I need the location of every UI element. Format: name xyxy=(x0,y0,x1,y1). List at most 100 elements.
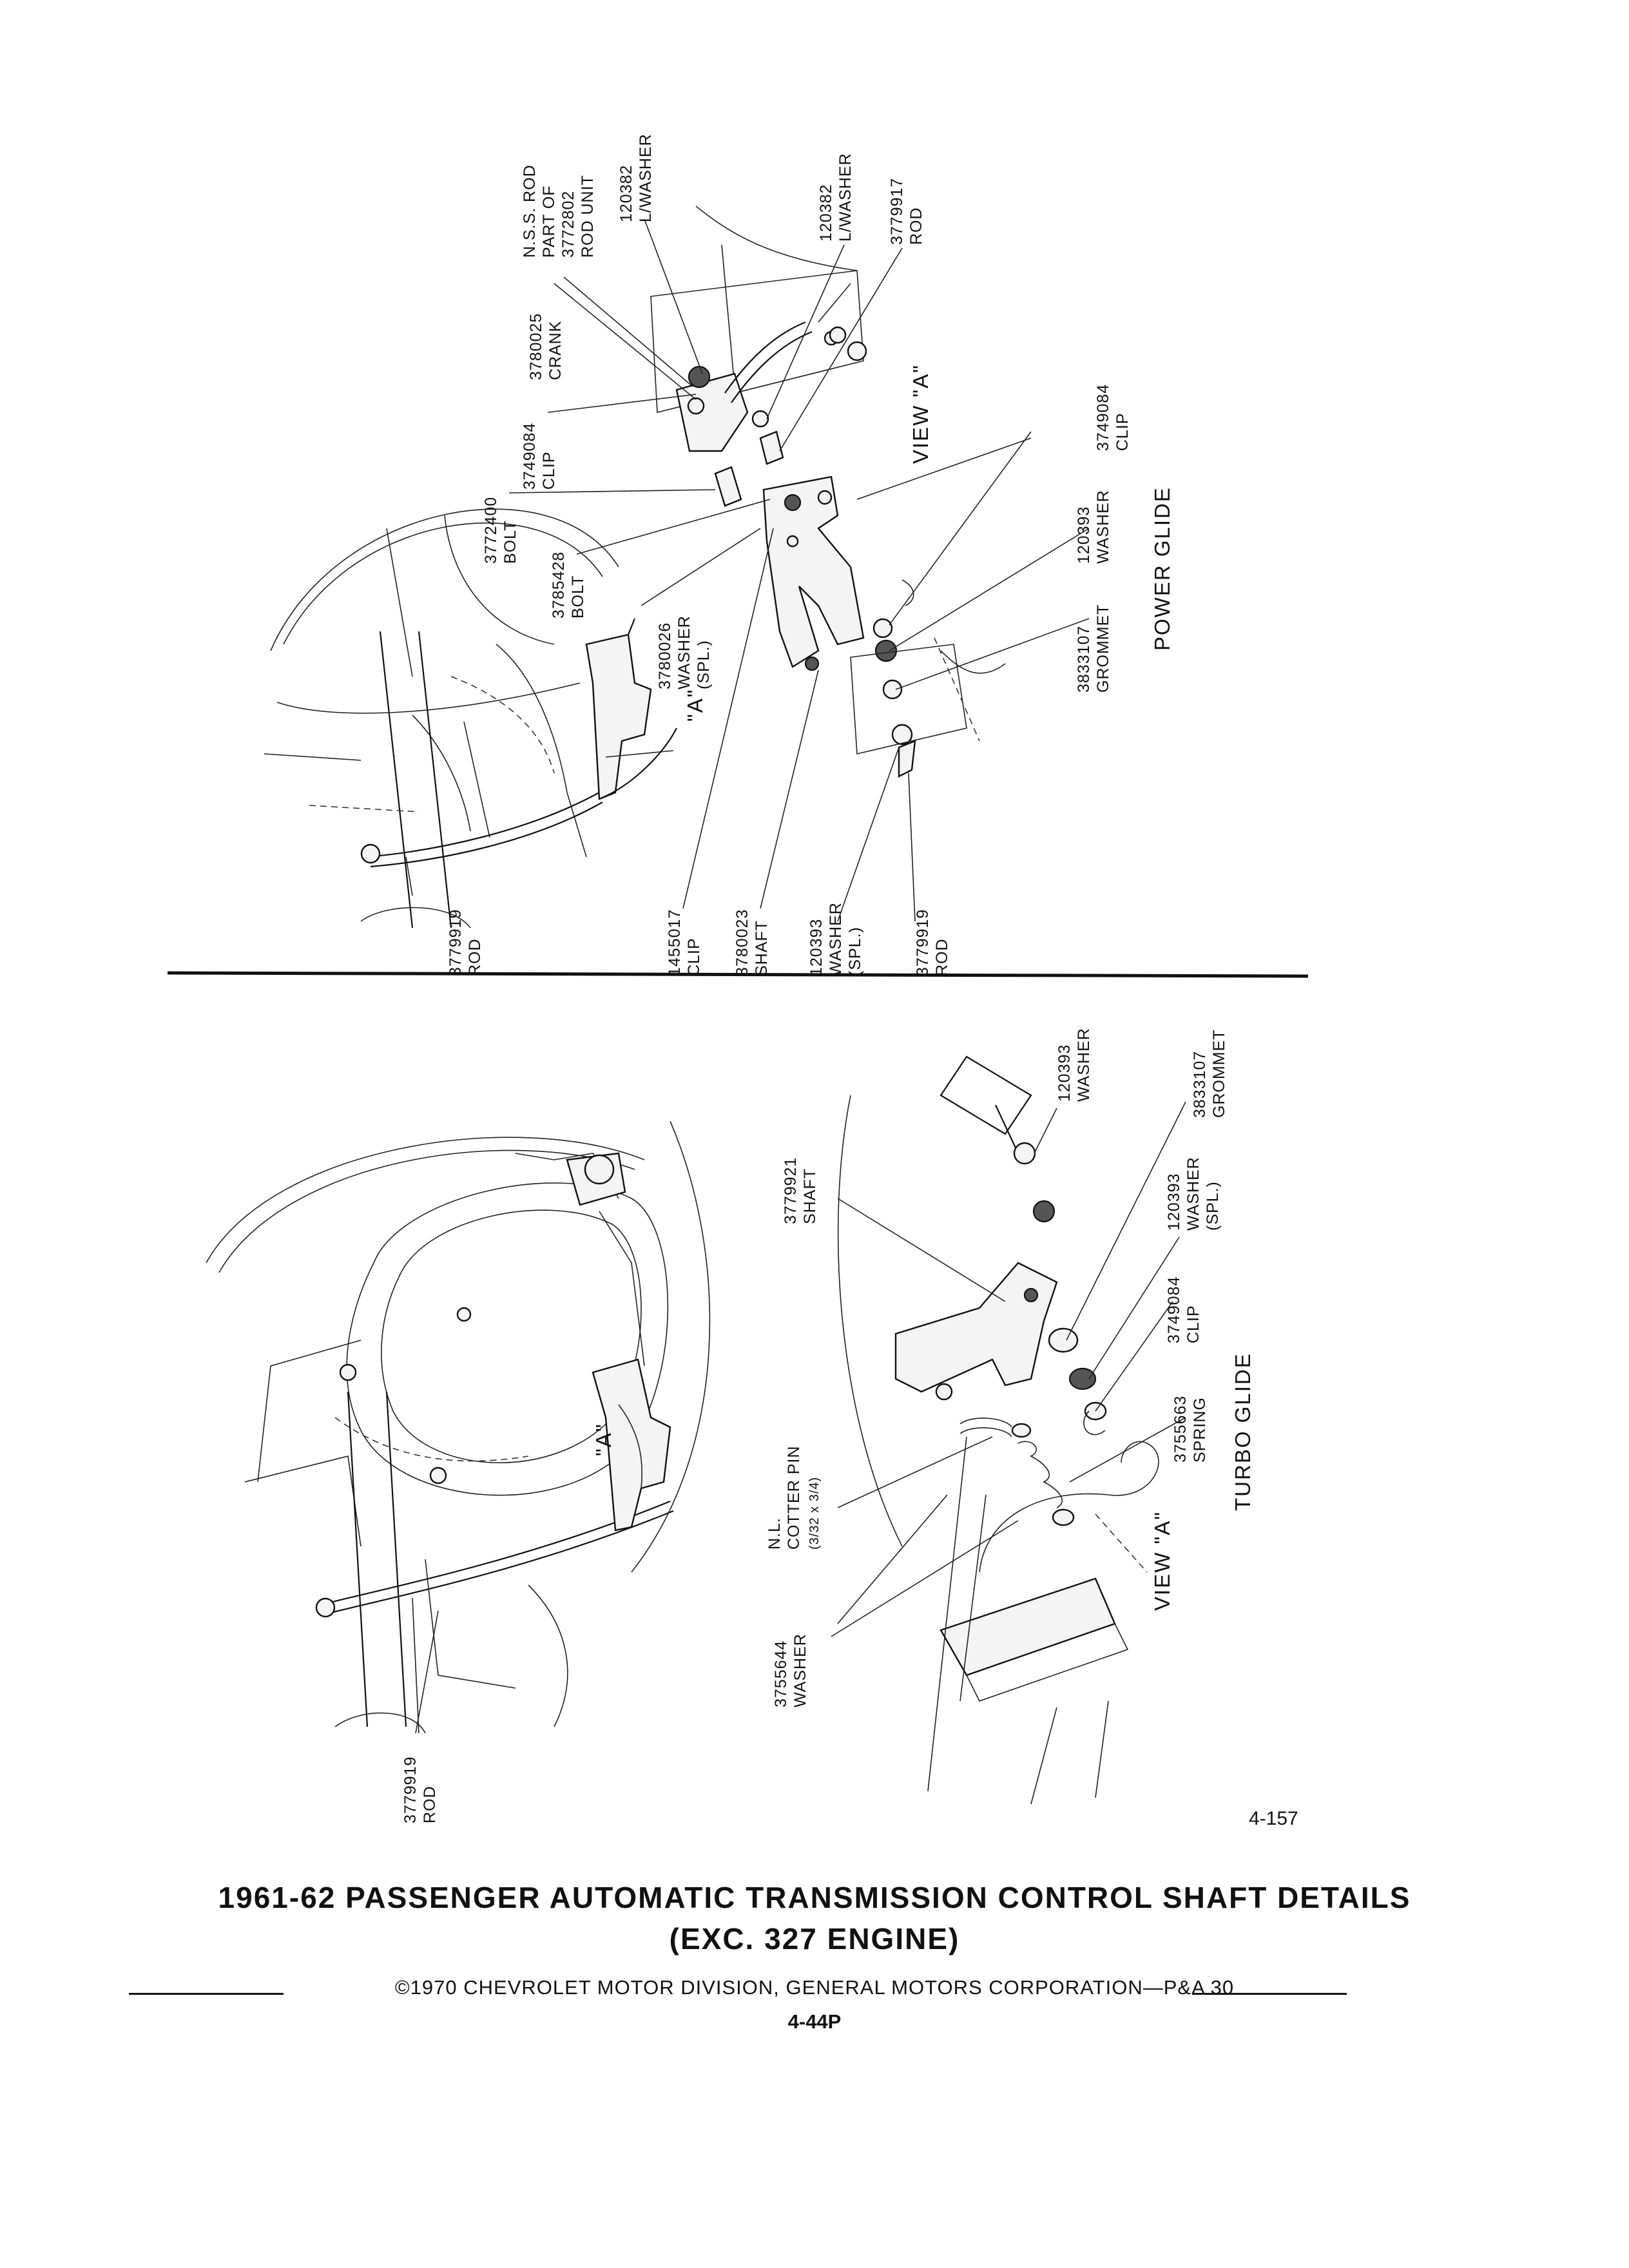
svg-text:3833107: 3833107 xyxy=(1191,1051,1209,1118)
svg-text:(3/32 x 3/4): (3/32 x 3/4) xyxy=(807,1477,822,1550)
callout-clip-top: 3749084 CLIP xyxy=(521,423,558,490)
callout-washer-spl: 3780026 WASHER (SPL.) xyxy=(656,615,713,689)
callout-l-washer-1: 120382 L/WASHER xyxy=(617,133,655,222)
callout-tg-washer-spl: 120393 WASHER (SPL.) xyxy=(1165,1157,1222,1231)
svg-text:120393: 120393 xyxy=(807,919,825,976)
callout-clip-right: 3749084 CLIP xyxy=(1094,384,1132,451)
svg-text:CLIP: CLIP xyxy=(1113,412,1132,451)
page-number: 4-44P xyxy=(787,2010,842,2033)
svg-text:WASHER: WASHER xyxy=(827,902,845,976)
svg-text:BOLT: BOLT xyxy=(569,575,587,619)
svg-text:BOLT: BOLT xyxy=(501,521,519,564)
svg-text:3779917: 3779917 xyxy=(888,178,906,245)
svg-text:CRANK: CRANK xyxy=(546,320,564,380)
callout-rod-unit: N.S.S. ROD PART OF 3772802 ROD UNIT xyxy=(521,164,597,258)
callout-bolt-3785428: 3785428 BOLT xyxy=(550,552,587,619)
svg-text:3749084: 3749084 xyxy=(1094,384,1112,451)
svg-text:ROD: ROD xyxy=(421,1785,439,1823)
turbo-glide-callouts: 120393 WASHER 3779921 SHAFT 3833107 GROM… xyxy=(401,1028,1255,1823)
svg-text:N.S.S. ROD: N.S.S. ROD xyxy=(521,164,539,258)
svg-text:WASHER: WASHER xyxy=(1075,1028,1093,1102)
svg-text:3779921: 3779921 xyxy=(782,1157,800,1224)
svg-text:120382: 120382 xyxy=(817,184,835,242)
svg-text:3780023: 3780023 xyxy=(733,909,751,976)
callout-tg-grommet: 3833107 GROMMET xyxy=(1191,1029,1228,1118)
turbo-glide-heading: TURBO GLIDE xyxy=(1231,1352,1255,1511)
svg-text:(SPL.): (SPL.) xyxy=(846,927,864,976)
svg-text:PART OF: PART OF xyxy=(540,185,558,258)
svg-text:(SPL.): (SPL.) xyxy=(695,640,713,689)
callout-clip-1455017: 1455017 CLIP xyxy=(666,909,703,976)
svg-text:L/WASHER: L/WASHER xyxy=(836,153,854,242)
svg-text:(SPL.): (SPL.) xyxy=(1204,1181,1222,1231)
callout-grommet: 3833107 GROMMET xyxy=(1075,604,1112,693)
callout-tg-cotter-pin: N.L. COTTER PIN (3/32 x 3/4) xyxy=(766,1446,822,1550)
svg-text:COTTER PIN: COTTER PIN xyxy=(785,1446,803,1550)
svg-text:3779919: 3779919 xyxy=(914,909,932,976)
power-glide-heading: POWER GLIDE xyxy=(1150,486,1174,651)
svg-text:WASHER: WASHER xyxy=(791,1633,809,1707)
svg-text:3779919: 3779919 xyxy=(401,1756,419,1823)
power-glide-view-label: VIEW "A" xyxy=(909,364,932,464)
svg-text:GROMMET: GROMMET xyxy=(1094,604,1112,693)
callout-shaft: 3780023 SHAFT xyxy=(733,909,771,976)
power-glide-arrow-label: "A" xyxy=(683,689,707,722)
svg-text:3780026: 3780026 xyxy=(656,622,674,689)
svg-text:3833107: 3833107 xyxy=(1075,626,1093,693)
svg-text:SPRING: SPRING xyxy=(1191,1397,1209,1463)
svg-text:CLIP: CLIP xyxy=(1184,1305,1202,1343)
callout-tg-clip: 3749084 CLIP xyxy=(1165,1276,1202,1343)
svg-text:N.L.: N.L. xyxy=(766,1517,784,1550)
power-glide-callouts: N.S.S. ROD PART OF 3772802 ROD UNIT 1203… xyxy=(447,133,1174,976)
svg-text:3772802: 3772802 xyxy=(559,191,577,258)
svg-text:3780025: 3780025 xyxy=(527,313,545,380)
turbo-glide-arrow-label: "A" xyxy=(592,1423,615,1456)
callout-bolt-3772400: 3772400 BOLT xyxy=(482,497,519,564)
svg-text:CLIP: CLIP xyxy=(685,937,703,976)
svg-text:3785428: 3785428 xyxy=(550,552,568,619)
svg-text:120382: 120382 xyxy=(617,165,635,222)
callout-tg-shaft: 3779921 SHAFT xyxy=(782,1157,819,1224)
svg-text:3755663: 3755663 xyxy=(1171,1396,1190,1463)
svg-text:3779919: 3779919 xyxy=(447,909,465,976)
callout-tg-washer-top: 120393 WASHER xyxy=(1055,1028,1093,1102)
svg-text:1455017: 1455017 xyxy=(666,909,684,976)
svg-text:3749084: 3749084 xyxy=(1165,1276,1183,1343)
callout-l-washer-2: 120382 L/WASHER xyxy=(817,153,854,242)
callout-tg-spring: 3755663 SPRING xyxy=(1171,1396,1209,1463)
svg-text:120393: 120393 xyxy=(1055,1044,1074,1102)
svg-text:SHAFT: SHAFT xyxy=(753,920,771,976)
svg-text:ROD: ROD xyxy=(933,938,951,976)
callout-rod-3779919: 3779919 ROD xyxy=(447,909,484,976)
page-subtitle: (EXC. 327 ENGINE) xyxy=(669,1922,960,1956)
svg-text:120393: 120393 xyxy=(1075,506,1093,564)
svg-text:GROMMET: GROMMET xyxy=(1210,1029,1228,1118)
svg-text:ROD: ROD xyxy=(907,207,925,245)
svg-text:WASHER: WASHER xyxy=(1094,490,1112,564)
svg-text:L/WASHER: L/WASHER xyxy=(637,133,655,222)
turbo-glide-illustration xyxy=(206,1055,1186,1805)
footer-rule-right xyxy=(1192,1993,1347,1995)
turbo-glide-view-label: VIEW "A" xyxy=(1150,1511,1174,1611)
svg-text:120393: 120393 xyxy=(1165,1173,1183,1231)
callout-rod-3779919-b: 3779919 ROD xyxy=(914,909,951,976)
svg-text:SHAFT: SHAFT xyxy=(801,1168,819,1224)
callout-rod-3779917: 3779917 ROD xyxy=(888,178,925,245)
footer-rule-left xyxy=(129,1993,284,1995)
svg-text:WASHER: WASHER xyxy=(675,615,693,689)
callout-washer-120393: 120393 WASHER xyxy=(1075,490,1112,564)
svg-text:WASHER: WASHER xyxy=(1184,1157,1202,1231)
svg-text:CLIP: CLIP xyxy=(540,451,558,490)
figure-number: 4-157 xyxy=(1249,1808,1298,1829)
callout-crank: 3780025 CRANK xyxy=(527,313,564,380)
svg-text:ROD UNIT: ROD UNIT xyxy=(579,175,597,258)
copyright-line: ©1970 CHEVROLET MOTOR DIVISION, GENERAL … xyxy=(394,1976,1235,1999)
svg-text:ROD: ROD xyxy=(466,938,484,976)
power-glide-illustration xyxy=(264,206,1090,928)
svg-text:3749084: 3749084 xyxy=(521,423,539,490)
callout-tg-rod: 3779919 ROD xyxy=(401,1756,439,1823)
callout-washer-120393-spl: 120393 WASHER (SPL.) xyxy=(807,902,864,976)
divider-rule xyxy=(167,971,1309,978)
callout-tg-washer-3755644: 3755644 WASHER xyxy=(772,1633,809,1707)
